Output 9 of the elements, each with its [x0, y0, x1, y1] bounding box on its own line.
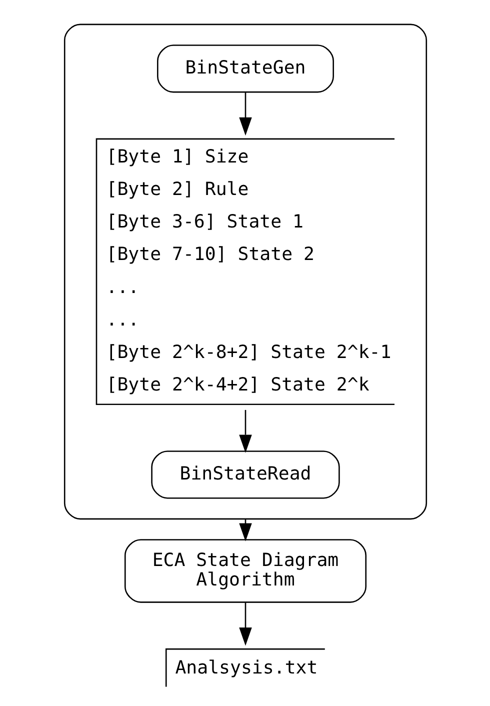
node-text: Analsysis.txt	[174, 657, 318, 678]
arrow	[238, 602, 252, 646]
node-box: BinStateRead	[150, 450, 340, 499]
node-box: ECA State Diagram Algorithm	[124, 539, 366, 603]
arrow	[238, 92, 252, 136]
node-text: [Byte 1] Size [Byte 2] Rule [Byte 3-6] State 1 [Byte 7-10] State 2 ... ... [Byte 2^k-8+2] State 2^k-1 [Byte 2^k-4+2] State 2^k	[106, 146, 391, 396]
arrow	[238, 410, 252, 453]
node-box: BinStateGen	[156, 44, 334, 93]
cluster	[63, 24, 427, 520]
